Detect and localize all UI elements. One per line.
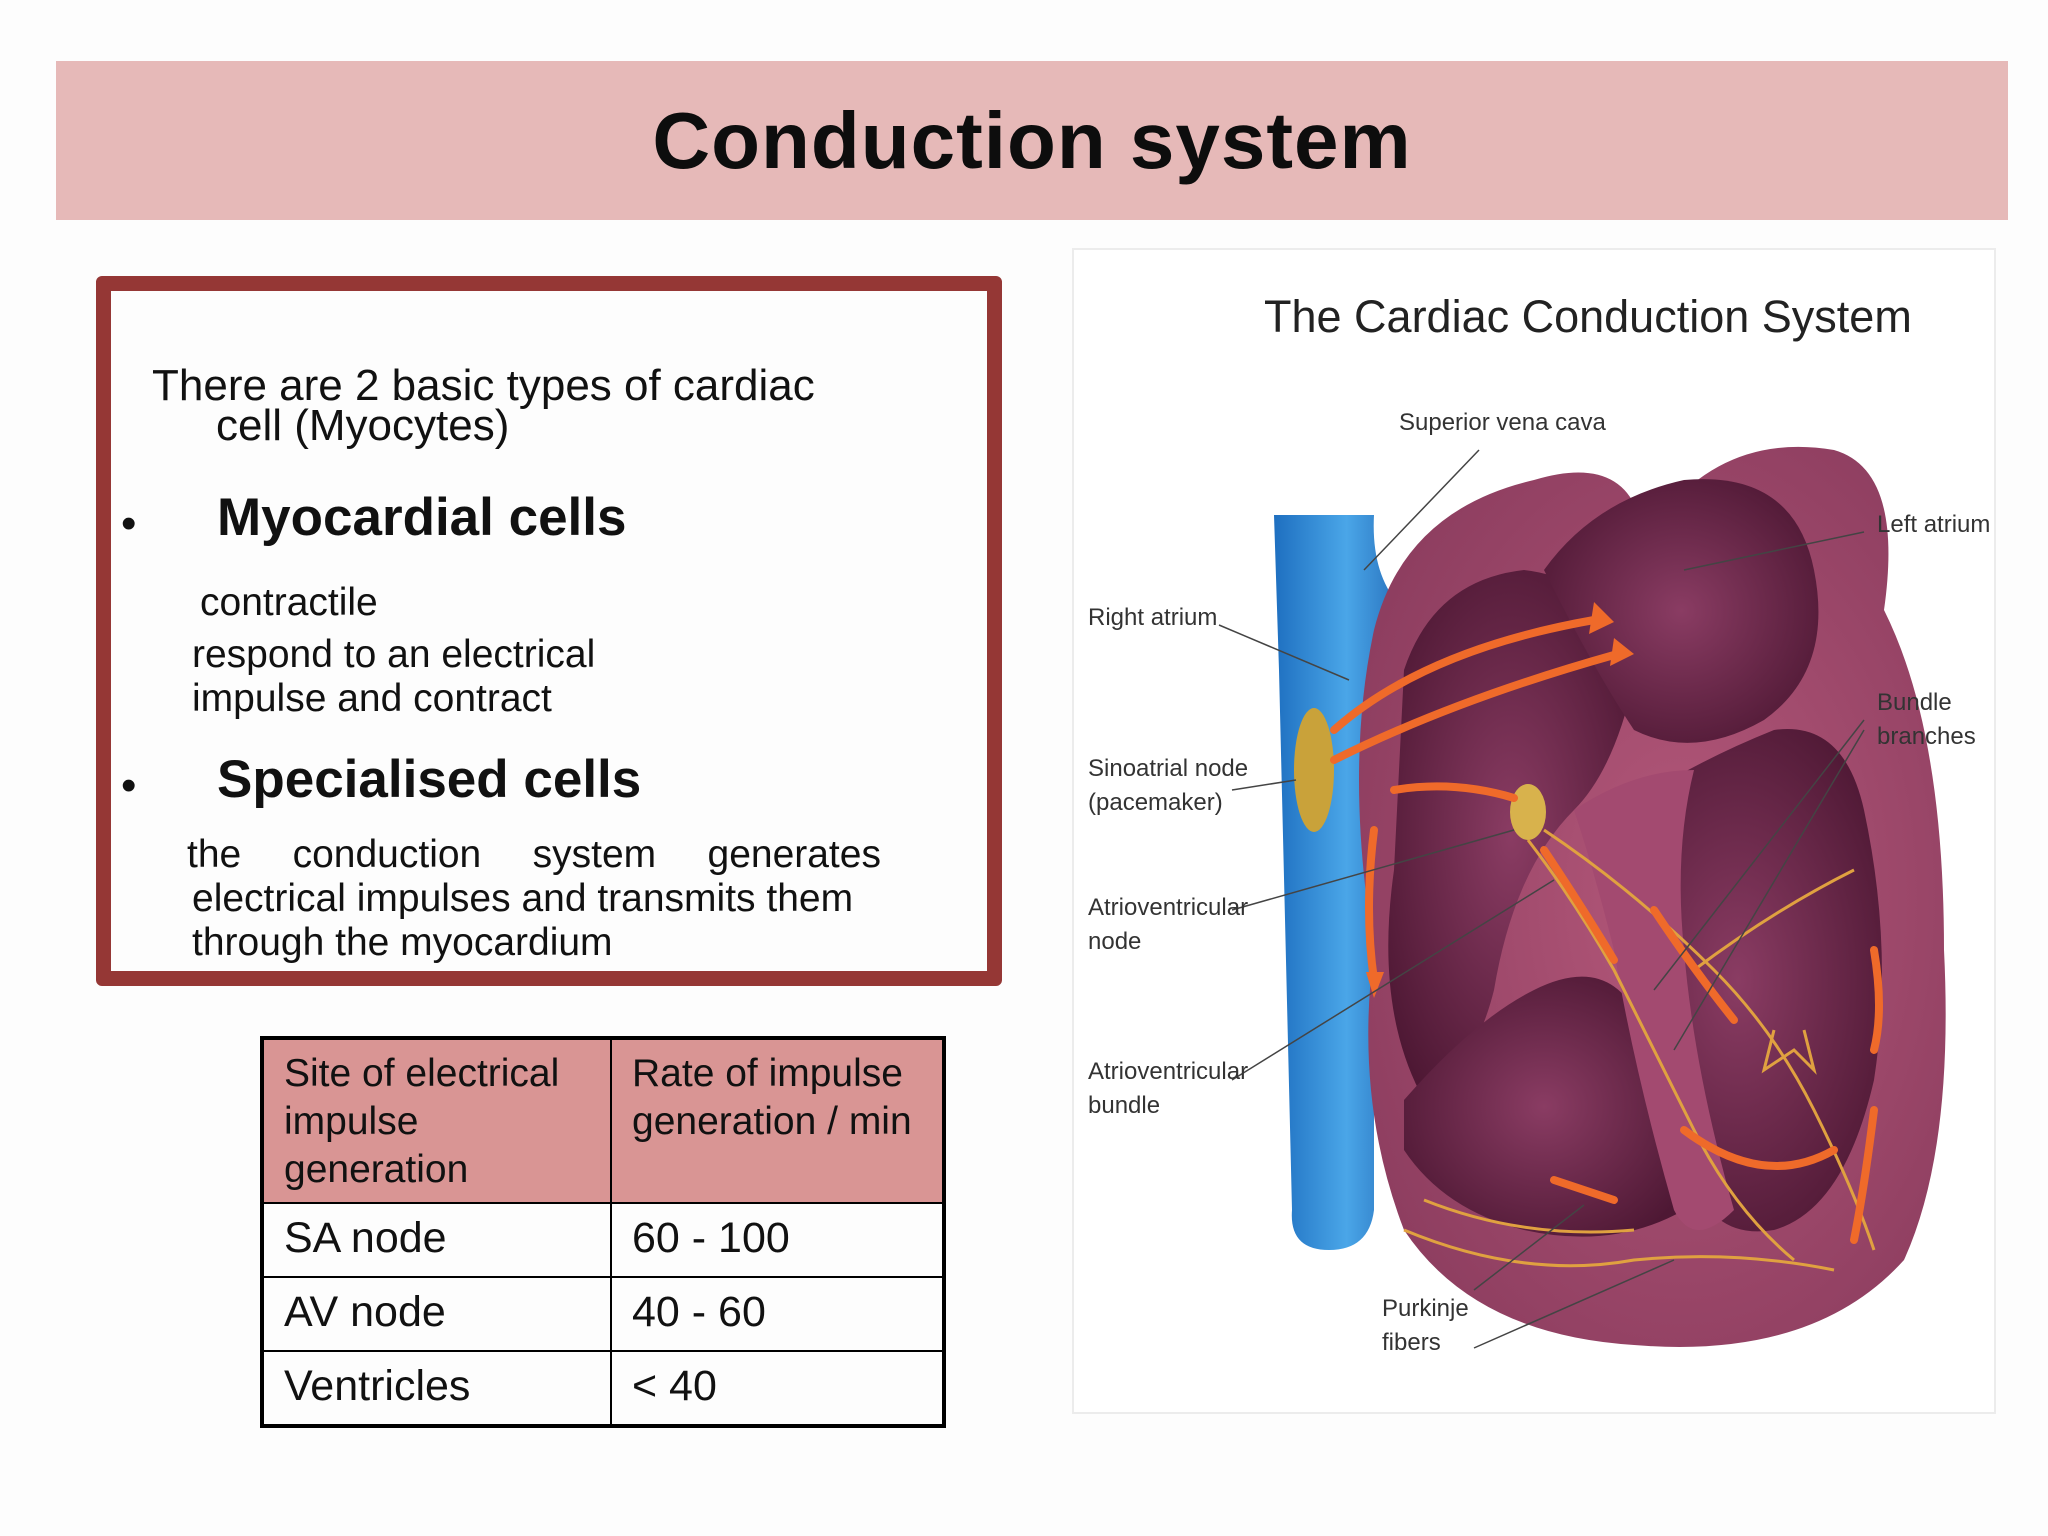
cardiac-conduction-diagram: The Cardiac Conduction System bbox=[1072, 248, 1996, 1414]
vena-cava-shape bbox=[1274, 515, 1419, 1250]
arrow-heads bbox=[1366, 602, 1634, 998]
table-row: Ventricles < 40 bbox=[261, 1350, 945, 1427]
title-banner: Conduction system bbox=[56, 61, 2008, 220]
table-cell-rate: 60 - 100 bbox=[610, 1202, 945, 1278]
label-superior-vena-cava: Superior vena cava bbox=[1399, 409, 1606, 436]
table-row: SA node 60 - 100 bbox=[261, 1202, 945, 1278]
table-cell-site: SA node bbox=[261, 1202, 612, 1278]
table-cell-site: Ventricles bbox=[261, 1350, 612, 1427]
table-cell-site: AV node bbox=[261, 1276, 612, 1352]
specialised-line-1: the conduction system generates bbox=[187, 833, 881, 877]
word: the bbox=[187, 833, 242, 876]
label-sinoatrial-node: Sinoatrial node bbox=[1088, 755, 1248, 782]
intro-line-2: cell (Myocytes) bbox=[216, 401, 510, 450]
purkinje-fibres bbox=[1403, 828, 1876, 1272]
impulse-arrows bbox=[1330, 616, 1883, 1244]
table-cell-rate: < 40 bbox=[610, 1350, 945, 1427]
label-av-node: Atrioventricular bbox=[1088, 894, 1248, 921]
label-right-atrium: Right atrium bbox=[1088, 604, 1217, 631]
right-ventricle-cavity bbox=[1404, 976, 1684, 1237]
myocardial-line-2: respond to an electrical bbox=[192, 633, 596, 676]
table-header-row: Site of electrical impulse generation Ra… bbox=[261, 1037, 945, 1204]
specialised-cells-heading: Specialised cells bbox=[217, 750, 642, 809]
bullet-marker: • bbox=[121, 499, 137, 548]
label-bundle-branches: Bundle bbox=[1877, 689, 1952, 716]
av-node-shape bbox=[1510, 784, 1546, 840]
specialised-line-3: through the myocardium bbox=[192, 921, 613, 964]
label-av-bundle: bundle bbox=[1088, 1092, 1160, 1119]
label-bundle-branches: branches bbox=[1877, 723, 1976, 750]
diagram-title: The Cardiac Conduction System bbox=[1264, 291, 1912, 342]
table-header-site: Site of electrical impulse generation bbox=[261, 1037, 612, 1204]
label-av-bundle: Atrioventricular bbox=[1088, 1058, 1248, 1085]
sa-node-shape bbox=[1294, 708, 1334, 832]
slide-title: Conduction system bbox=[652, 95, 1412, 185]
intro-text: There are 2 basic types of cardiac cell … bbox=[152, 361, 815, 450]
right-atrium-cavity bbox=[1388, 570, 1634, 1100]
heart-illustration: The Cardiac Conduction System bbox=[1088, 291, 1990, 1356]
table-row: AV node 40 - 60 bbox=[261, 1276, 945, 1352]
impulse-rate-table: Site of electrical impulse generation Ra… bbox=[260, 1036, 946, 1428]
word: generates bbox=[707, 833, 881, 876]
label-left-atrium: Left atrium bbox=[1877, 511, 1990, 538]
myocardial-cells-heading: Myocardial cells bbox=[217, 488, 627, 547]
table-header-rate: Rate of impulse generation / min bbox=[610, 1037, 945, 1204]
intro-line-1: There are 2 basic types of cardiac bbox=[152, 361, 815, 410]
label-av-node: node bbox=[1088, 928, 1141, 955]
label-sinoatrial-node: (pacemaker) bbox=[1088, 789, 1223, 816]
table-cell-rate: 40 - 60 bbox=[610, 1276, 945, 1352]
myocardial-line-3: impulse and contract bbox=[192, 677, 552, 720]
septum-shape bbox=[1574, 770, 1734, 1230]
bullet-marker: • bbox=[121, 761, 137, 810]
left-atrium-cavity bbox=[1544, 479, 1819, 743]
word: system bbox=[532, 833, 657, 876]
specialised-line-2: electrical impulses and transmits them bbox=[192, 877, 854, 920]
label-leader-lines bbox=[1218, 449, 1865, 1349]
myocardial-line-1: contractile bbox=[200, 581, 378, 624]
cell-types-box: There are 2 basic types of cardiac cell … bbox=[96, 276, 1002, 986]
label-purkinje-fibers: fibers bbox=[1382, 1329, 1441, 1356]
label-purkinje-fibers: Purkinje bbox=[1382, 1295, 1469, 1322]
word: conduction bbox=[292, 833, 482, 876]
